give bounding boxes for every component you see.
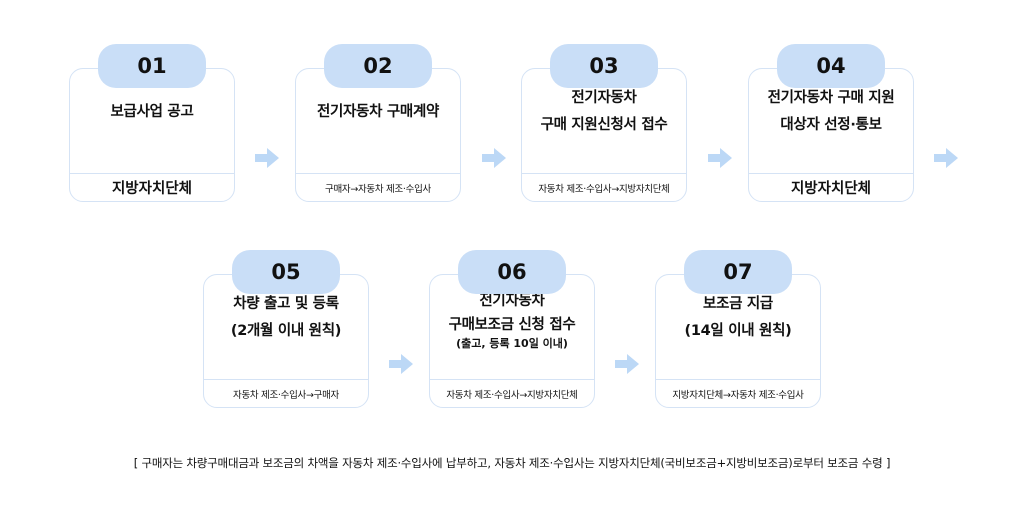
step-03: 전기자동차 구매 지원신청서 접수 자동차 제조·수입사→지방자치단체 03 [521,44,687,202]
step-01: 보급사업 공고 지방자치단체 01 [69,44,235,202]
step-title-line: 전기자동차 구매계약 [316,103,440,120]
flow-arrow-icon [482,148,506,168]
step-title: 차량 출고 및 등록 (2개월 이내 원칙) [204,275,368,355]
step-divider [522,173,686,174]
step-title-subnote: (출고, 등록 10일 이내) [456,337,568,350]
step-02: 전기자동차 구매계약 구매자→자동차 제조·수입사 02 [295,44,461,202]
step-04: 전기자동차 구매 지원 대상자 선정·통보 지방자치단체 04 [748,44,914,202]
step-card: 전기자동차 구매보조금 신청 접수 (출고, 등록 10일 이내) 자동차 제조… [429,274,595,408]
step-number-badge: 01 [98,44,206,88]
step-06: 전기자동차 구매보조금 신청 접수 (출고, 등록 10일 이내) 자동차 제조… [429,250,595,408]
step-title: 전기자동차 구매계약 [296,69,460,149]
step-actor-label: 자동차 제조·수입사→지방자치단체 [538,183,670,195]
step-actor-label: 자동차 제조·수입사→구매자 [233,389,339,401]
flow-arrow-icon [708,148,732,168]
step-actor: 자동차 제조·수입사→구매자 [204,380,368,407]
step-title: 전기자동차 구매 지원신청서 접수 [522,69,686,149]
step-title: 보조금 지급 (14일 이내 원칙) [656,275,820,355]
step-card: 차량 출고 및 등록 (2개월 이내 원칙) 자동차 제조·수입사→구매자 [203,274,369,408]
footnote: [ 구매자는 차량구매대금과 보조금의 차액을 자동차 제조·수입사에 납부하고… [133,456,891,470]
step-divider [656,379,820,380]
step-card: 보급사업 공고 지방자치단체 [69,68,235,202]
step-actor: 구매자→자동차 제조·수입사 [296,174,460,201]
step-divider [70,173,234,174]
step-divider [749,173,913,174]
step-title-line: 전기자동차 구매 지원 [767,90,895,106]
step-card: 전기자동차 구매계약 구매자→자동차 제조·수입사 [295,68,461,202]
step-title-line: 대상자 선정·통보 [780,117,882,133]
step-title-line: (14일 이내 원칙) [684,323,792,339]
step-number-badge: 02 [324,44,432,88]
step-actor-label: 지방자치단체 [790,181,872,197]
step-actor: 지방자치단체 [70,174,234,201]
step-divider [204,379,368,380]
step-number-badge: 05 [232,250,340,294]
step-title-line: 보급사업 공고 [110,103,194,120]
step-title: 보급사업 공고 [70,69,234,149]
step-title-line: 전기자동차 [479,293,545,309]
flow-arrow-icon [255,148,279,168]
step-title-line: 전기자동차 [571,90,637,106]
step-title-line: (2개월 이내 원칙) [230,323,342,339]
flow-arrow-icon [934,148,958,168]
step-actor-label: 지방자치단체→자동차 제조·수입사 [672,389,804,401]
step-number-badge: 03 [550,44,658,88]
step-title: 전기자동차 구매 지원 대상자 선정·통보 [749,69,913,149]
step-number-badge: 07 [684,250,792,294]
step-card: 전기자동차 구매 지원 대상자 선정·통보 지방자치단체 [748,68,914,202]
step-title: 전기자동차 구매보조금 신청 접수 (출고, 등록 10일 이내) [430,275,594,355]
step-actor: 자동차 제조·수입사→지방자치단체 [522,174,686,201]
step-title-line: 구매 지원신청서 접수 [540,117,668,133]
flow-arrow-icon [389,354,413,374]
step-actor-label: 자동차 제조·수입사→지방자치단체 [446,389,578,401]
flow-arrow-icon [615,354,639,374]
step-title-line: 보조금 지급 [703,296,773,312]
step-actor-label: 지방자치단체 [111,181,193,197]
step-number-badge: 04 [777,44,885,88]
step-05: 차량 출고 및 등록 (2개월 이내 원칙) 자동차 제조·수입사→구매자 05 [203,250,369,408]
step-card: 전기자동차 구매 지원신청서 접수 자동차 제조·수입사→지방자치단체 [521,68,687,202]
step-divider [296,173,460,174]
step-title-line: 차량 출고 및 등록 [233,296,339,312]
step-actor-label: 구매자→자동차 제조·수입사 [325,183,431,195]
step-actor: 지방자치단체→자동차 제조·수입사 [656,380,820,407]
step-actor: 지방자치단체 [749,174,913,201]
step-card: 보조금 지급 (14일 이내 원칙) 지방자치단체→자동차 제조·수입사 [655,274,821,408]
step-divider [430,379,594,380]
step-actor: 자동차 제조·수입사→지방자치단체 [430,380,594,407]
step-07: 보조금 지급 (14일 이내 원칙) 지방자치단체→자동차 제조·수입사 07 [655,250,821,408]
step-number-badge: 06 [458,250,566,294]
step-title-line: 구매보조금 신청 접수 [448,317,576,333]
